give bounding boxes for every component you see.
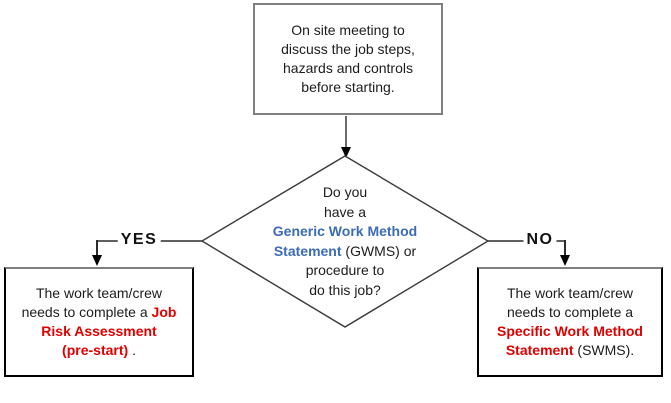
yes-box-plain: . [132,342,136,358]
no-box-emphasis-red: Statement [505,342,574,358]
yes-box-plain: needs to complete a [21,304,148,320]
yes-box-emphasis-red: Job [151,304,177,320]
start-box-line: hazards and controls [283,60,413,76]
yes-branch-label: YES [117,231,161,249]
no-box-line: Specific Work Method [479,322,661,341]
decision-emphasis-blue: Statement [273,242,342,259]
yes-box-line: The work team/crew [35,285,163,301]
decision-line: have a [323,203,367,220]
no-branch-label: NO [523,231,557,249]
decision-line: procedure to [305,262,385,278]
yes-box-emphasis-red: (pre-start) [62,342,129,358]
no-box-plain: (SWMS). [577,342,635,358]
no-outcome-box: The work team/crew needs to complete a S… [477,267,663,377]
start-box-line: discuss the job steps, [281,41,415,57]
no-box-line: Statement (SWMS). [479,341,661,360]
decision-line: Statement (GWMS) or [235,242,455,262]
yes-box-line: (pre-start) . [6,341,192,360]
yes-box-line: needs to complete a Job [6,303,192,322]
decision-line: Do you [322,184,368,200]
arrowhead-down-to-decision [341,147,351,158]
no-box-line: The work team/crew [506,285,634,301]
decision-line: Generic Work Method [235,222,455,242]
decision-diamond-text: Do you have a Generic Work Method Statem… [235,183,455,300]
decision-line: do this job? [309,281,381,298]
decision-diamond-shape [200,155,490,328]
start-box: On site meeting to discuss the job steps… [253,3,443,115]
arrowhead-down-to-yes-box [92,255,102,266]
no-box-emphasis-red: Specific Work Method [497,323,643,339]
yes-box-line: Risk Assessment [6,322,192,341]
yes-outcome-box: The work team/crew needs to complete a J… [4,267,194,377]
yes-box-emphasis-red: Risk Assessment [41,323,157,339]
decision-emphasis-blue: Generic Work Method [272,223,418,239]
no-box-line: needs to complete a [506,304,634,320]
arrowhead-down-to-no-box [560,255,570,266]
start-box-line: before starting. [301,79,395,95]
start-box-line: On site meeting to [291,22,405,38]
decision-plain: (GWMS) or [345,242,417,259]
